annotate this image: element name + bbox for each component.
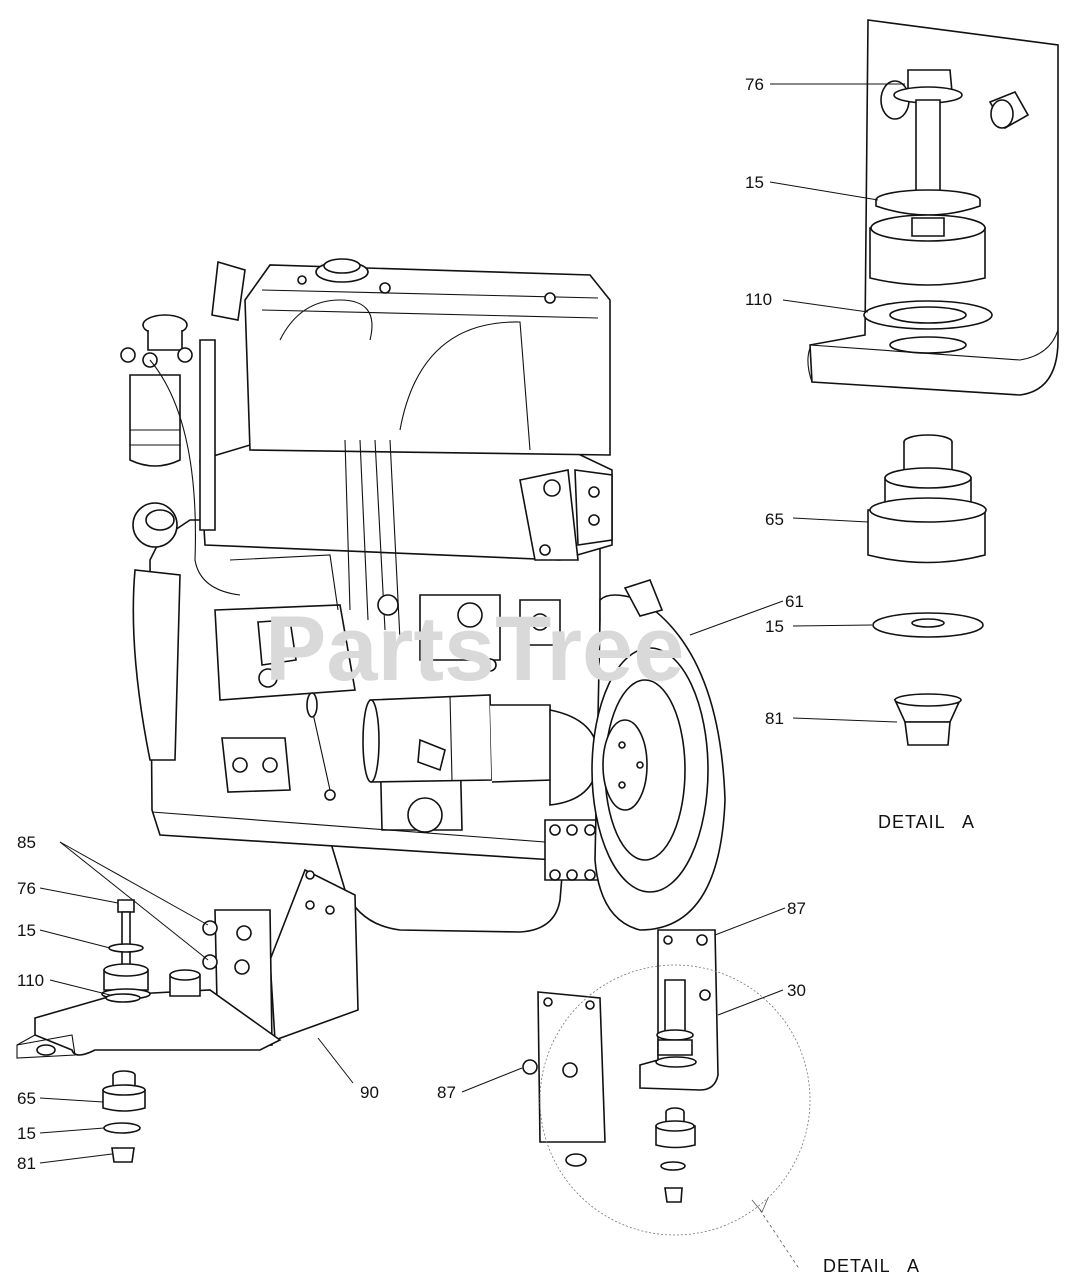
right-bracket-assembly	[522, 929, 811, 1271]
left-bracket-assembly	[16, 868, 359, 1163]
callout-30: 30	[787, 981, 806, 1000]
callout-76: 76	[17, 879, 36, 898]
callout-65-detail: 65	[765, 510, 784, 529]
callout-81-detail: 81	[765, 709, 784, 728]
callout-110-detail: 110	[745, 290, 772, 309]
callout-65: 65	[17, 1089, 36, 1108]
callout-15-detail-lower: 15	[765, 617, 784, 636]
callout-87-right: 87	[787, 899, 806, 918]
leader-lines	[39, 83, 905, 1164]
detail-a-exploded	[807, 19, 1059, 746]
callout-110: 110	[17, 971, 44, 990]
callout-labels: 76 15 110 65 15 81 61 85 76 15 110 90 65…	[17, 75, 806, 1173]
detail-a-caption-lower: DETAIL A	[823, 1256, 920, 1276]
engine-assembly	[120, 258, 726, 933]
watermark: PartsTree	[265, 598, 684, 700]
callout-15: 15	[17, 921, 36, 940]
callout-85: 85	[17, 833, 36, 852]
callout-61: 61	[785, 592, 804, 611]
callout-90: 90	[360, 1083, 379, 1102]
callout-15-detail: 15	[745, 173, 764, 192]
callout-15-lower: 15	[17, 1124, 36, 1143]
callout-76-detail: 76	[745, 75, 764, 94]
callout-81: 81	[17, 1154, 36, 1173]
callout-87-left: 87	[437, 1083, 456, 1102]
detail-a-caption-upper: DETAIL A	[878, 812, 975, 832]
